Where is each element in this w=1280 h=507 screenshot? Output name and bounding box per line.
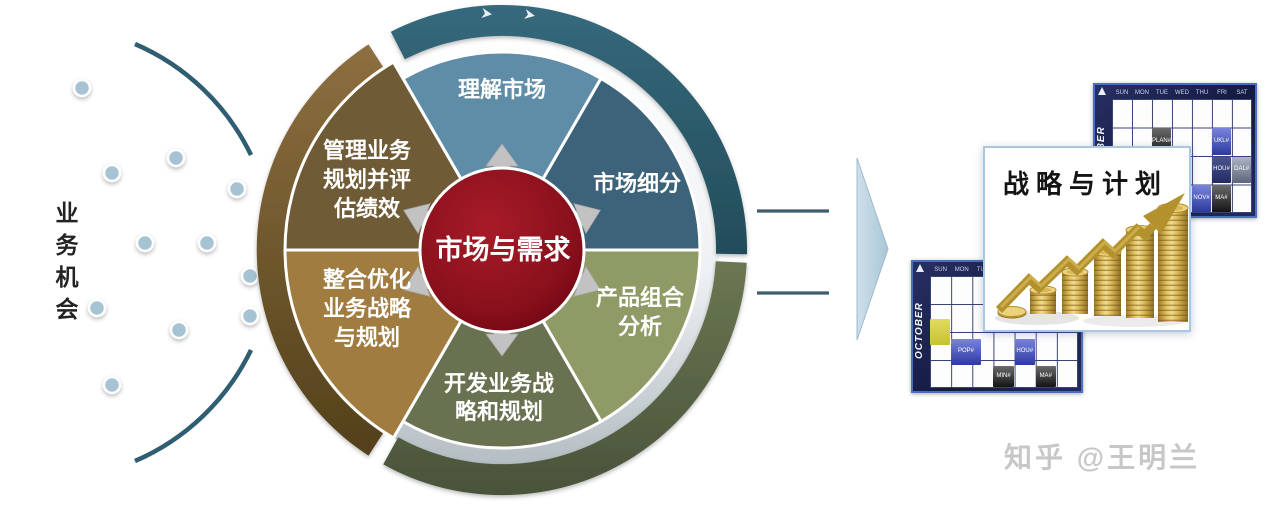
calendar-event: MA# (1035, 365, 1056, 387)
label-develop-strategy: 略和规划 (455, 399, 543, 424)
ring-arc-olive (383, 261, 747, 496)
day-label: SUN (934, 267, 947, 273)
wedge-labels: 理解市场 市场细分 产品组合 分析 开发业务战 略和规划 整合优化 业务战略 与… (323, 77, 685, 424)
opportunity-dots (72, 78, 260, 395)
label-market-segmentation: 市场细分 (593, 171, 681, 196)
business-opportunity-label: 业务机会 (52, 201, 77, 329)
opportunity-dot (240, 266, 260, 286)
calendar-event: POP# (951, 338, 981, 366)
calendar-event (930, 318, 951, 345)
growth-coins-chart (995, 193, 1189, 327)
clockwise-arrow-icon (524, 9, 535, 19)
clockwise-arrow-icon (481, 8, 492, 18)
arc-top (134, 41, 254, 156)
arc-bottom (134, 349, 254, 464)
center-hub-label: 市场与需求 (436, 234, 571, 265)
growth-arrow-icon (995, 193, 1185, 313)
ring-arc-brown (256, 44, 386, 456)
coin-stack (1029, 285, 1057, 314)
opportunity-dot (102, 163, 122, 183)
day-label: MON (1135, 90, 1149, 96)
opportunity-dot (227, 179, 247, 199)
day-label: SAT (1236, 90, 1248, 96)
label-portfolio-analysis: 产品组合 (596, 285, 685, 310)
calendar-event: NOV# (1192, 185, 1212, 212)
opportunity-dot (197, 233, 217, 253)
day-label: TUE (972, 265, 993, 276)
opportunity-dot (135, 233, 155, 253)
strategy-wheel: 市场与需求 理解市场 市场细分 产品组合 分析 开发业务战 略和规划 整合优化 … (256, 4, 748, 496)
opportunity-dot (240, 306, 260, 326)
coin-stack (1093, 247, 1122, 316)
opportunity-dot (166, 148, 186, 168)
calendar-event: UKL# (1211, 128, 1231, 155)
calendar-event: MA# (1211, 185, 1231, 212)
coin-stack (1061, 267, 1089, 314)
opportunity-arcs (134, 41, 254, 464)
connector (757, 157, 889, 341)
calendar-event: HOU# (1211, 156, 1231, 184)
watermark: 知乎 @王明兰 (1004, 442, 1201, 473)
label-manage-planning: 估绩效 (333, 196, 400, 221)
label-manage-planning: 规划并评 (323, 167, 411, 192)
calendar-month-label: OCTOBER (914, 302, 925, 359)
flow-triangle-icon (856, 157, 889, 341)
day-label: THU (1195, 90, 1209, 96)
calendar-event: DAL# (1232, 156, 1252, 184)
label-integrate-optimize: 整合优化 (323, 267, 411, 292)
label-integrate-optimize: 与规划 (334, 325, 400, 350)
opportunity-dot (87, 298, 107, 318)
day-label: FRI (1217, 90, 1227, 96)
strategy-card-title: 战略与计划 (1003, 170, 1169, 199)
calendar-day-header: SUN MON TUE WED THU FRI SAT (1112, 88, 1252, 99)
opportunity-dot (102, 375, 122, 395)
day-label: SUN (1115, 90, 1129, 96)
calendar-event: HOU# (1014, 338, 1035, 366)
label-understand-market: 理解市场 (458, 77, 546, 102)
label-manage-planning: 管理业务 (323, 138, 412, 163)
ring-arc-teal (390, 4, 748, 255)
label-develop-strategy: 开发业务战 (444, 371, 554, 396)
label-integrate-optimize: 业务战略 (323, 296, 412, 321)
label-portfolio-analysis: 分析 (618, 314, 662, 339)
calendar-clip-icon (1098, 87, 1106, 95)
center-hub (418, 166, 586, 334)
day-label: WED (1175, 90, 1189, 96)
day-label: MON (954, 267, 969, 273)
opportunity-dot (169, 320, 189, 340)
day-label: TUE (1156, 90, 1168, 96)
calendar-event: MIN# (993, 365, 1014, 387)
opportunity-dot (72, 78, 92, 98)
calendar-clip-icon (916, 264, 924, 272)
coin-stack (1125, 225, 1155, 318)
strategy-card: 战略与计划 (983, 146, 1191, 332)
